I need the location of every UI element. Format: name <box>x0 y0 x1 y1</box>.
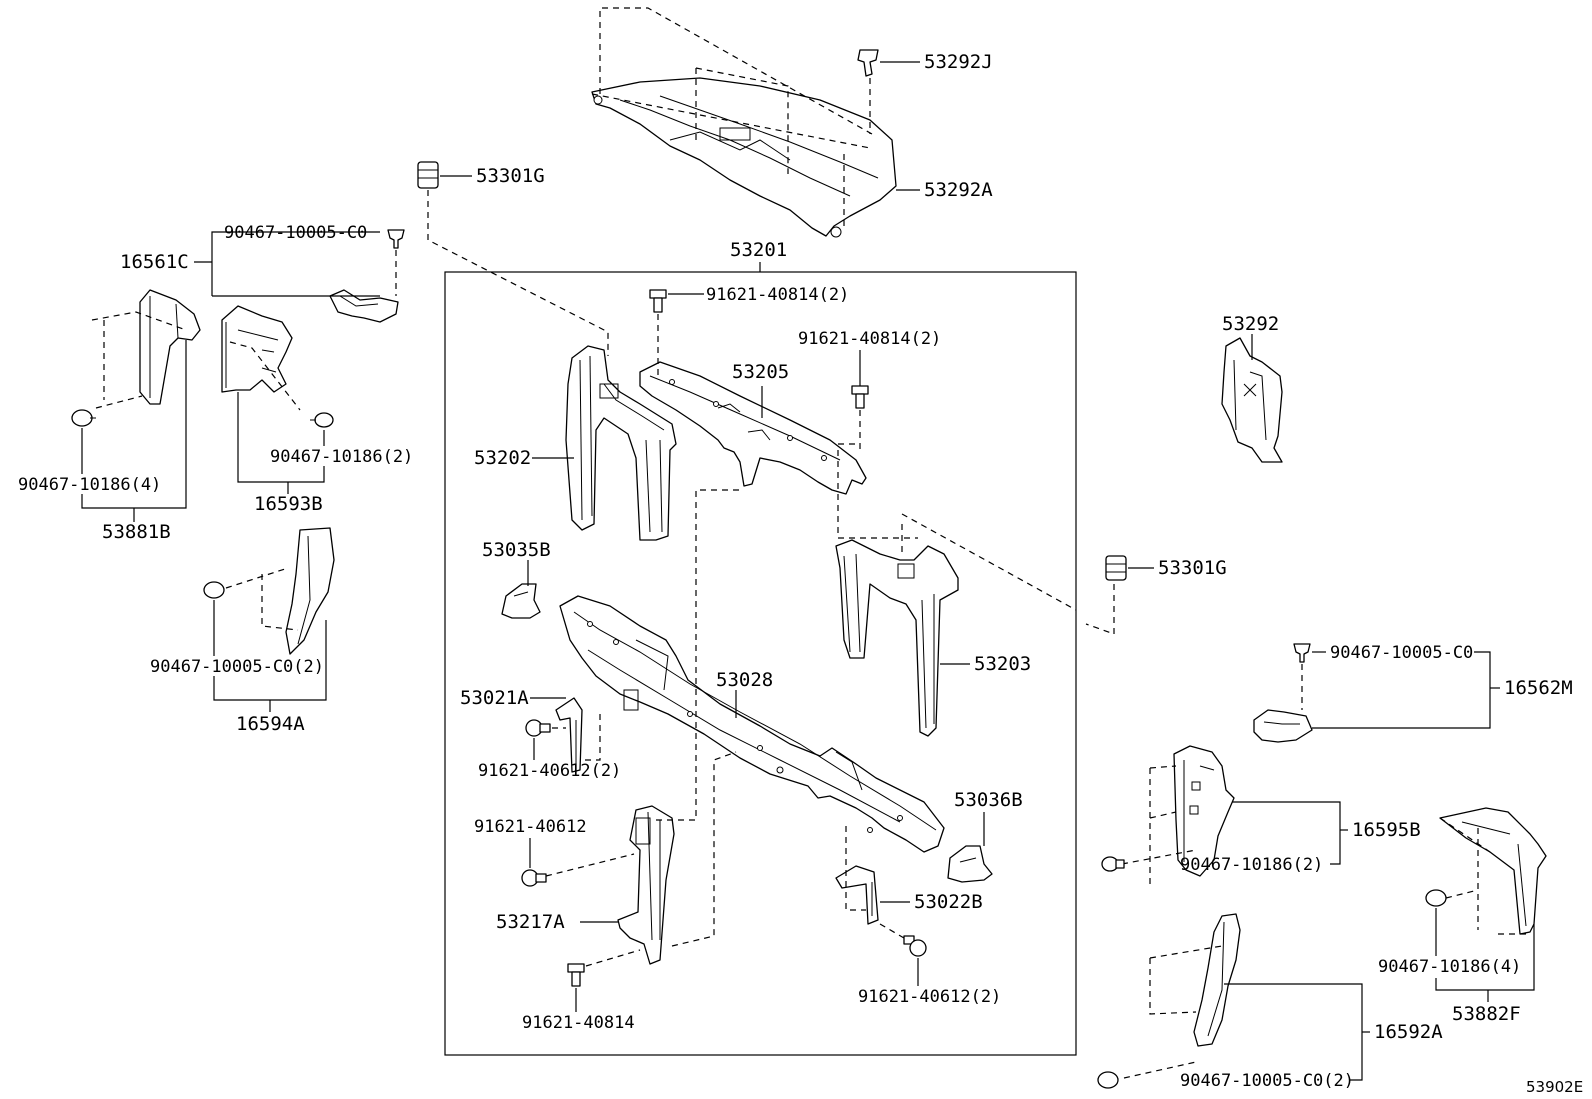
bracket-53021a <box>555 697 583 773</box>
side-seal-16592a <box>1193 913 1241 1047</box>
label-53292: 53292 <box>1222 313 1279 335</box>
label-90467-10005-c0-top: 90467-10005-C0 <box>224 223 367 243</box>
label-53881b: 53881B <box>102 521 171 543</box>
clip-90467-10005-c0-2-right <box>1097 1071 1119 1089</box>
bracket-53022b <box>835 865 879 925</box>
label-53301g-right: 53301G <box>1158 557 1227 579</box>
label-16594a: 16594A <box>236 713 305 735</box>
label-16562m: 16562M <box>1504 677 1573 699</box>
upper-air-guide-53292a <box>591 77 897 238</box>
clip-53292j <box>857 49 879 77</box>
label-16592a: 16592A <box>1374 1021 1443 1043</box>
bracket-16562m <box>1253 709 1313 743</box>
label-53301g-top: 53301G <box>476 165 545 187</box>
label-90467-10005-c0-2-left: 90467-10005-C0(2) <box>150 657 324 677</box>
label-91621-40814: 91621-40814 <box>522 1013 635 1033</box>
upper-support-53205 <box>639 361 867 495</box>
label-53217a: 53217A <box>496 911 565 933</box>
label-90467-10005-c0-right: 90467-10005-C0 <box>1330 643 1473 663</box>
bolt-91621-40612-2-right <box>903 935 927 957</box>
side-duct-53881b <box>139 289 201 405</box>
label-16595b: 16595B <box>1352 819 1421 841</box>
clip-90467-10186-4-right <box>1425 889 1447 907</box>
side-guide-53292 <box>1221 337 1283 463</box>
clip-90467-10005-c0-2-left <box>203 581 225 599</box>
label-90467-10186-2-left: 90467-10186(2) <box>270 447 413 467</box>
bolt-91621-40612 <box>521 869 547 887</box>
clip-90467-10005-c0-right <box>1293 643 1311 663</box>
duct-16595b <box>1173 745 1235 877</box>
label-91621-40612: 91621-40612 <box>474 817 587 837</box>
label-90467-10186-4-right: 90467-10186(4) <box>1378 957 1521 977</box>
cushion-53301g-top <box>417 161 439 189</box>
bolt-91621-40814-a <box>649 289 667 313</box>
label-53201: 53201 <box>730 239 787 261</box>
label-53203: 53203 <box>974 653 1031 675</box>
label-16561c: 16561C <box>120 251 189 273</box>
side-seal-16594a <box>285 527 335 655</box>
bracket-53036b <box>947 845 993 883</box>
label-90467-10186-2-right: 90467-10186(2) <box>1180 855 1323 875</box>
label-53035b: 53035B <box>482 539 551 561</box>
label-53882f: 53882F <box>1452 1003 1521 1025</box>
label-53205: 53205 <box>732 361 789 383</box>
label-91621-40612-2-left: 91621-40612(2) <box>478 761 621 781</box>
bolt-91621-40814 <box>567 963 585 987</box>
bolt-91621-40814-b <box>851 385 869 409</box>
clip-90467-10186-2-left <box>310 412 334 428</box>
radiator-support-left-53202 <box>565 345 677 541</box>
bracket-16561c <box>329 289 399 323</box>
label-91621-40612-2-right: 91621-40612(2) <box>858 987 1001 1007</box>
label-53292j: 53292J <box>924 51 993 73</box>
side-duct-53882f <box>1439 807 1547 935</box>
bolt-91621-40612-2-left <box>525 719 551 737</box>
label-53292a: 53292A <box>924 179 993 201</box>
label-53036b: 53036B <box>954 789 1023 811</box>
clip-90467-10186-2-right <box>1101 856 1125 872</box>
label-53022b: 53022B <box>914 891 983 913</box>
label-16593b: 16593B <box>254 493 323 515</box>
label-53028: 53028 <box>716 669 773 691</box>
label-90467-10005-c0-2-right: 90467-10005-C0(2) <box>1180 1071 1354 1091</box>
label-91621-40814-2-a: 91621-40814(2) <box>706 285 849 305</box>
cushion-53301g-right <box>1105 555 1127 581</box>
lower-support-53028 <box>559 595 945 853</box>
label-91621-40814-2-b: 91621-40814(2) <box>798 329 941 349</box>
label-90467-10186-4-left: 90467-10186(4) <box>18 475 161 495</box>
bracket-53035b <box>501 583 541 619</box>
label-53202: 53202 <box>474 447 531 469</box>
label-53021a: 53021A <box>460 687 529 709</box>
clip-90467-10186-left-a <box>71 409 96 427</box>
diagram-reference-number: 53902E <box>1526 1078 1583 1096</box>
duct-16593b <box>221 305 293 393</box>
bracket-53217a <box>617 805 675 965</box>
radiator-support-right-53203 <box>835 539 959 737</box>
clip-90467-10005-c0-top <box>387 229 405 249</box>
